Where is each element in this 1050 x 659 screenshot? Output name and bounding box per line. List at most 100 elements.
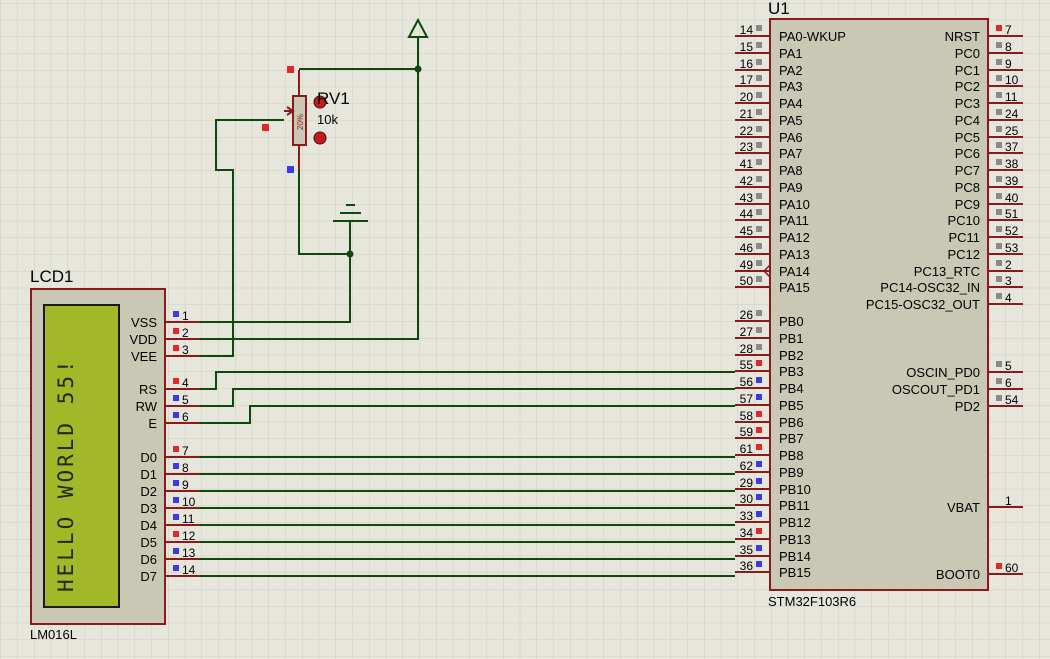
power-terminal[interactable] (407, 17, 429, 69)
mcu-part-label: STM32F103R6 (768, 594, 856, 609)
mcu-pin-number: 46 (740, 241, 754, 255)
mcu-pin-number: 22 (740, 124, 754, 138)
mcu-pin-number: 26 (740, 308, 754, 322)
mcu-pin-number: 35 (740, 543, 754, 557)
pin-state-marker (996, 92, 1002, 98)
mcu-pin-number: 55 (740, 358, 754, 372)
wire-rs-pb3[interactable] (200, 371, 735, 390)
pot-pin-marker (262, 124, 269, 131)
wire-rw-pb4[interactable] (200, 388, 735, 407)
mcu-pin-number: 50 (740, 274, 754, 288)
mcu-pin-label: PB0 (779, 314, 804, 329)
lcd-pin-number: 6 (182, 410, 189, 424)
ground-terminal[interactable] (333, 204, 368, 254)
mcu-pin-label: PB13 (779, 532, 811, 547)
lcd-ref-label: LCD1 (30, 267, 73, 286)
wire-vdd-power[interactable] (200, 68, 419, 340)
pin-state-marker (756, 545, 762, 551)
potentiometer[interactable]: 20% RV1 10k (262, 66, 350, 173)
wire-pot-ground[interactable] (298, 170, 350, 255)
pin-state-marker (756, 444, 762, 450)
wire-vee-wiper[interactable] (200, 119, 284, 357)
pin-state-marker (996, 378, 1002, 384)
wire-e-pb5[interactable] (200, 405, 735, 424)
pot-probe-dot (313, 95, 327, 109)
lcd-pin-number: 12 (182, 529, 196, 543)
wire-vss-ground[interactable] (200, 254, 351, 323)
mcu-pin-number: 59 (740, 425, 754, 439)
mcu-pin-pb0[interactable]: 26 PB0 (735, 308, 804, 329)
pot-position-label: 20% (296, 114, 305, 130)
